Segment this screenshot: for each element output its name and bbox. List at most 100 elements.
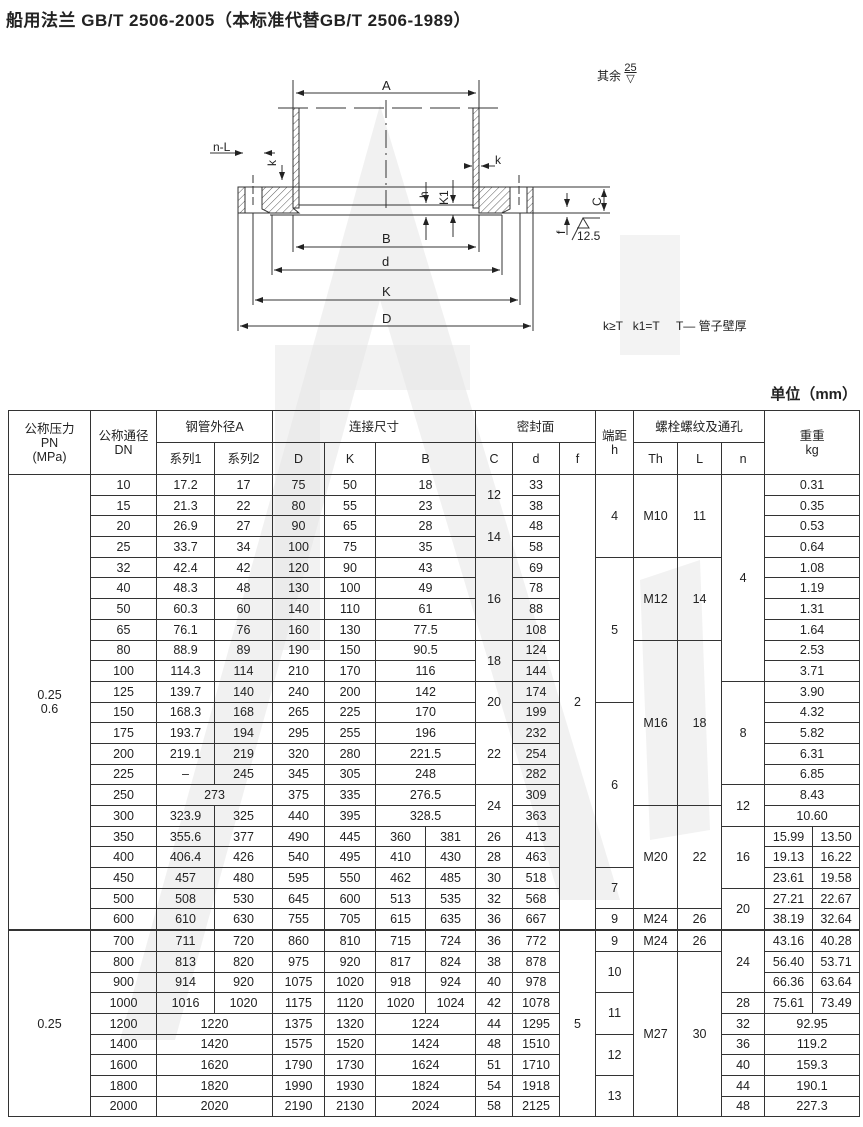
table-cell: 108 bbox=[512, 618, 561, 641]
table-cell: 1320 bbox=[324, 1012, 376, 1035]
table-cell: 300 bbox=[90, 805, 157, 827]
table-cell: 16.22 bbox=[812, 846, 861, 869]
header-weight: 重重 kg bbox=[764, 410, 861, 475]
table-cell: 35 bbox=[374, 536, 477, 558]
table-cell: 140 bbox=[214, 680, 273, 703]
table-cell: 140 bbox=[272, 598, 325, 620]
table-cell: 1710 bbox=[512, 1054, 561, 1076]
table-cell: 48.3 bbox=[156, 577, 215, 600]
header-k: K bbox=[324, 442, 376, 475]
table-cell: 1020 bbox=[324, 971, 376, 994]
table-cell: 44 bbox=[475, 1012, 514, 1035]
table-cell: 190.1 bbox=[764, 1074, 861, 1097]
table-cell: 78 bbox=[512, 577, 561, 600]
table-cell: 76.1 bbox=[156, 618, 215, 641]
table-cell: 32 bbox=[721, 1012, 766, 1035]
table-cell: 43.16 bbox=[764, 929, 814, 952]
table-cell: 540 bbox=[272, 846, 325, 869]
table-cell: M10 bbox=[633, 474, 679, 558]
table-cell: M16 bbox=[633, 639, 679, 806]
dim-label-f: f bbox=[554, 230, 568, 234]
table-cell: 1424 bbox=[374, 1033, 477, 1056]
table-cell: 711 bbox=[156, 929, 215, 952]
table-cell: 20 bbox=[90, 515, 157, 538]
table-cell: 400 bbox=[90, 846, 157, 869]
table-cell: 7 bbox=[595, 867, 635, 910]
table-cell: 60 bbox=[214, 598, 273, 620]
table-cell: 878 bbox=[512, 950, 561, 973]
table-cell: 125 bbox=[90, 680, 157, 703]
table-cell: 199 bbox=[512, 701, 561, 724]
table-cell: 44 bbox=[721, 1074, 766, 1097]
table-cell: 667 bbox=[512, 908, 561, 931]
table-cell: 817 bbox=[375, 950, 426, 973]
table-cell: 54 bbox=[475, 1074, 514, 1097]
header-l: L bbox=[677, 442, 723, 475]
table-cell: 232 bbox=[512, 722, 561, 744]
table-cell: 8 bbox=[721, 680, 766, 786]
header-f: f bbox=[559, 442, 597, 475]
table-cell: 610 bbox=[156, 908, 215, 931]
table-cell: 1120 bbox=[324, 992, 376, 1014]
table-cell: 168.3 bbox=[156, 701, 215, 724]
table-cell: 615 bbox=[375, 908, 426, 931]
table-cell: 38.19 bbox=[764, 908, 814, 931]
table-cell: 755 bbox=[272, 908, 325, 931]
table-cell: 114 bbox=[214, 660, 273, 682]
table-cell: 600 bbox=[90, 908, 157, 931]
table-cell: 900 bbox=[90, 971, 157, 994]
table-cell: 27.21 bbox=[764, 887, 814, 910]
table-cell: 18 bbox=[677, 639, 723, 806]
table-cell: 23 bbox=[374, 494, 477, 517]
table-cell: 20 bbox=[475, 680, 514, 724]
table-cell: 51 bbox=[475, 1054, 514, 1076]
table-cell: 22.67 bbox=[812, 887, 861, 910]
table-cell: 1000 bbox=[90, 992, 157, 1014]
header-series1: 系列1 bbox=[156, 442, 215, 475]
header-n: n bbox=[721, 442, 766, 475]
face-roughness-value: 12.5 bbox=[577, 229, 601, 243]
table-cell: 381 bbox=[424, 825, 477, 848]
dim-label-a: A bbox=[382, 78, 391, 93]
table-cell: 190 bbox=[272, 639, 325, 662]
table-cell: 90 bbox=[272, 515, 325, 538]
roughness-symbol: 25 ▽ bbox=[624, 62, 637, 85]
table-cell: 25 bbox=[90, 536, 157, 558]
table-cell: 38 bbox=[512, 494, 561, 517]
dim-label-k-left: k bbox=[265, 159, 279, 166]
dim-label-h: h bbox=[417, 191, 431, 198]
table-cell: 11 bbox=[677, 474, 723, 558]
table-cell: 295 bbox=[272, 722, 325, 744]
table-cell: 245 bbox=[214, 763, 273, 786]
table-cell: 80 bbox=[90, 639, 157, 662]
table-cell: 813 bbox=[156, 950, 215, 973]
table-cell: 12 bbox=[721, 784, 766, 827]
table-cell: 1800 bbox=[90, 1074, 157, 1097]
table-cell: 56.40 bbox=[764, 950, 814, 973]
table-cell: 600 bbox=[324, 887, 376, 910]
table-cell: 254 bbox=[512, 742, 561, 765]
table-cell: 5 bbox=[595, 556, 635, 703]
table-cell: 42 bbox=[475, 992, 514, 1014]
table-cell: 824 bbox=[424, 950, 477, 973]
table-cell: 1295 bbox=[512, 1012, 561, 1035]
table-cell: 0.25 0.6 bbox=[8, 474, 91, 931]
table-cell: M27 bbox=[633, 950, 679, 1118]
table-cell: 1824 bbox=[374, 1074, 477, 1097]
document-title: 船用法兰 GB/T 2506-2005（本标准代替GB/T 2506-1989） bbox=[6, 11, 471, 30]
table-cell: 309 bbox=[512, 784, 561, 806]
table-cell: 92.95 bbox=[764, 1012, 861, 1035]
table-cell: 705 bbox=[324, 908, 376, 931]
table-cell: 1220 bbox=[156, 1012, 273, 1035]
table-cell: 22 bbox=[214, 494, 273, 517]
table-cell: 49 bbox=[374, 577, 477, 600]
table-cell: 6.85 bbox=[764, 763, 861, 786]
header-bolt: 螺栓螺纹及通孔 bbox=[633, 410, 766, 443]
